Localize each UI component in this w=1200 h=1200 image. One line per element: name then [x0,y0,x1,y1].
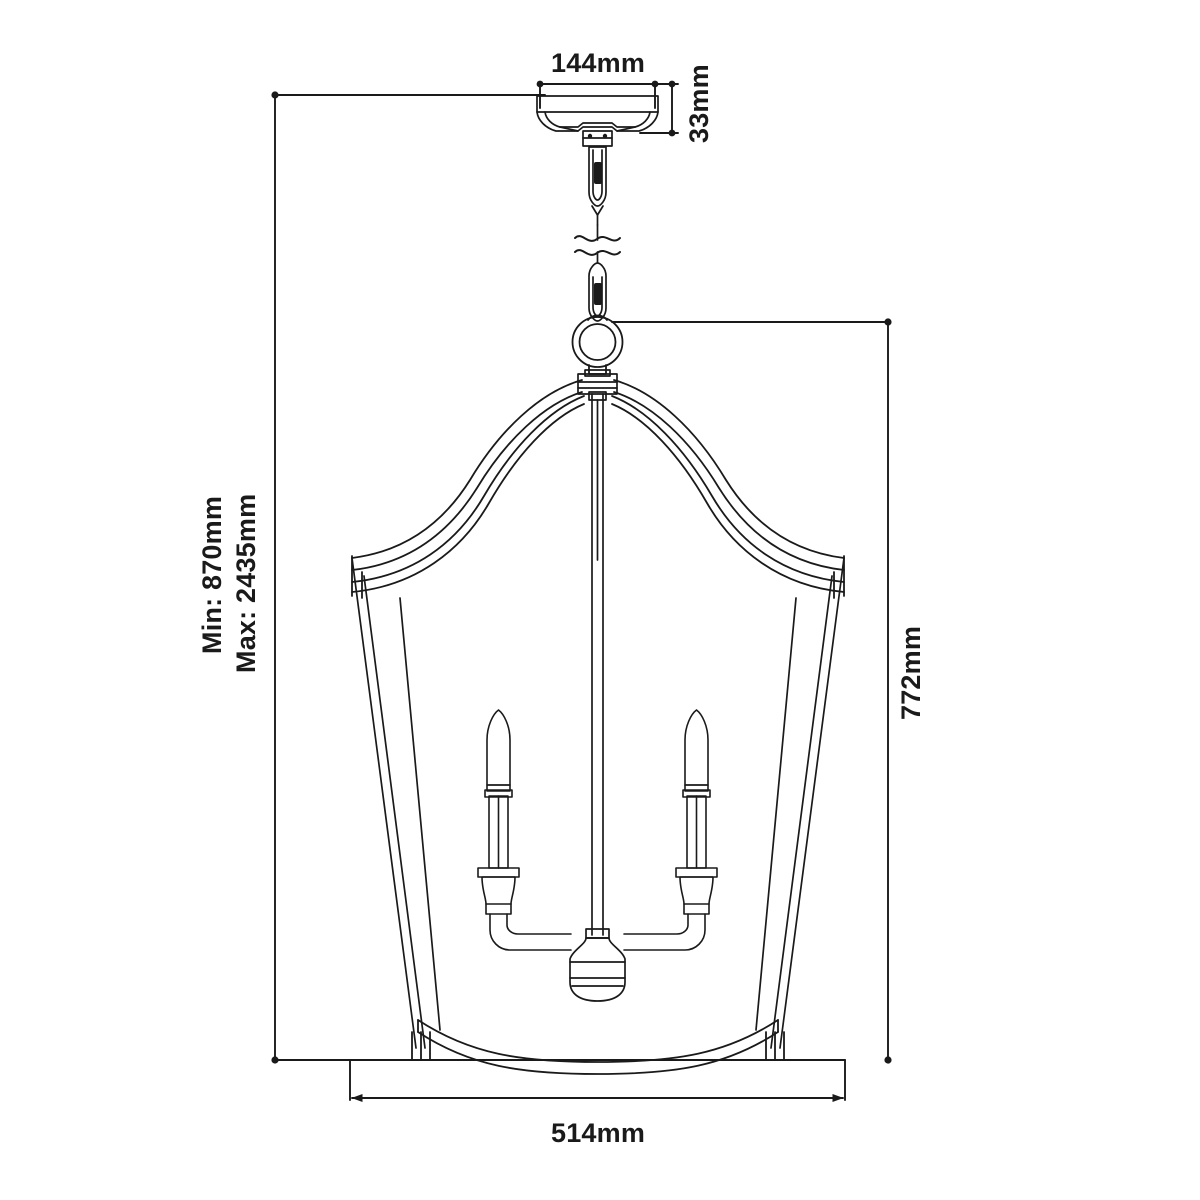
frame-top-hub [577,369,618,395]
tapered-side-rails [351,557,845,1049]
rear-band-left-bottom [351,403,585,593]
dim-dot-top-right [884,318,892,326]
bulb-right-base-ring [684,784,709,792]
rail-right-inner [770,575,833,1049]
bottom-rail-upper-curve [417,1019,779,1063]
top-curve-outer-left [351,379,583,559]
dim-label-fixture-height: 772mm [896,625,926,720]
rail-right-rear [755,597,797,1031]
dim-dot-bottom-right [884,1056,892,1064]
dimension-lines [271,80,892,1102]
candle-right-bobeche [675,867,718,878]
ceiling-canopy [536,95,659,132]
stem-top-collar [588,391,607,401]
loop-ring-top-tab [587,314,608,321]
arm-left-inner [506,913,572,935]
bulb-right-glass [684,709,709,786]
center-stem-rod [588,391,607,936]
pagoda-curved-top-frame [351,379,845,599]
canopy-outer-profile [536,95,659,132]
collar-bolt-left [587,133,593,139]
arm-right-inner [623,913,689,935]
bottom-rail-lower-curve [417,1031,779,1075]
candle-right-socket-base [683,903,710,915]
rail-left-rear [399,597,441,1031]
cluster-neck-collar [585,928,610,939]
chain-link-lower-outer [588,262,607,322]
candle-right-socket-cup [679,876,714,905]
arm-right-outer [623,913,706,951]
rail-left-inner [363,575,426,1049]
rail-left-outer [351,557,417,1049]
suspension-chain [574,130,621,322]
candle-left-bobeche [477,867,520,878]
candle-bulb-left [477,709,520,915]
chain-link-lower-fill [594,283,602,305]
chain-connector-upper [591,205,604,216]
loop-ring-outer [571,316,624,368]
dim-label-canopy-height: 33mm [684,64,714,143]
chain-link-upper-outer [588,146,607,207]
cluster-body [569,937,626,1002]
top-curve-outer-right [613,379,845,559]
chain-link-upper-fill [594,162,602,184]
dim-label-drop-min: Min: 870mm [197,495,227,654]
rear-band-right-top [611,395,845,583]
arm-left-outer [489,913,572,951]
rail-right-outer [779,557,845,1049]
candle-arms [489,913,706,951]
candle-left-socket-cup [481,876,516,905]
canopy-bevel-left [559,126,579,132]
rear-band-left-top [351,395,585,583]
dim-label-fixture-width: 514mm [551,1118,646,1148]
top-hub-block [577,373,618,395]
bulb-left-base-ring [486,784,511,792]
dim-dot-top-left [271,91,279,99]
candle-bulb-right [675,709,718,915]
dim-label-canopy-width: 144mm [551,48,646,78]
collar-bolt-right [602,133,608,139]
chain-link-upper-inner [592,149,603,201]
rear-band-right-bottom [611,403,845,593]
top-curve-inner-right [613,391,845,571]
loop-ring-inner [578,323,617,361]
top-hub-cap [584,369,611,377]
candle-left-socket-base [485,903,512,915]
top-curve-inner-left [351,391,583,571]
canopy-bevel-right [616,126,636,132]
center-socket-cluster [569,928,626,1002]
hanging-loop-ring [571,314,624,375]
bulb-left-glass [486,709,511,786]
dim-label-drop-max: Max: 2435mm [231,493,261,673]
curved-bottom-rail [411,1019,785,1075]
canopy-inner-profile [544,111,651,128]
